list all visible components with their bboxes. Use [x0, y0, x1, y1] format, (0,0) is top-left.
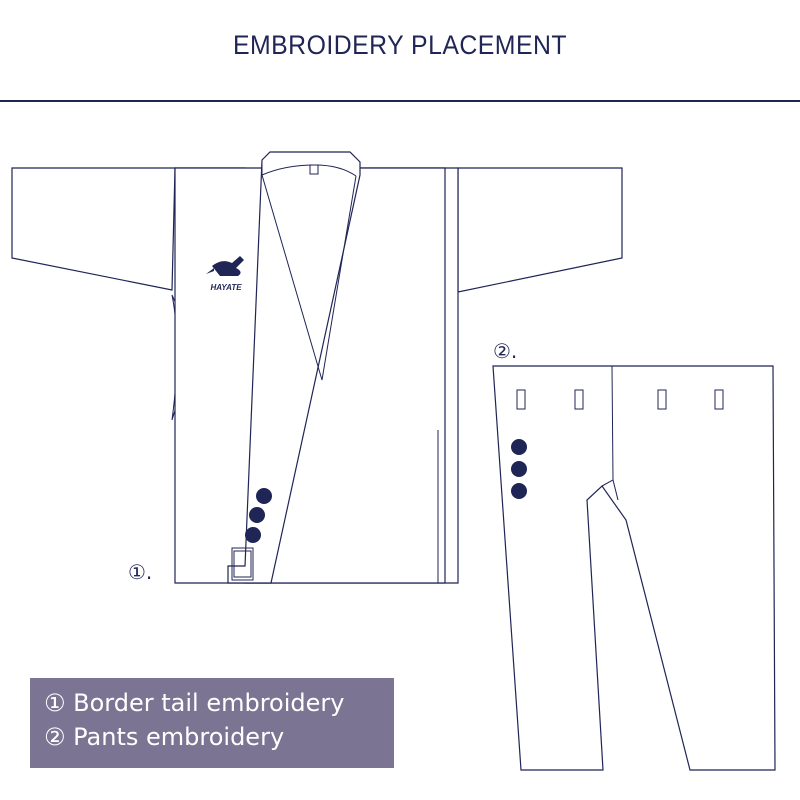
logo-text: HAYATE [210, 283, 242, 292]
pants-embroidery-dot [511, 483, 527, 499]
marker-jacket: ①. [128, 560, 152, 584]
tail-embroidery-dot [256, 488, 272, 504]
belt-loop [516, 389, 526, 410]
legend-box: ① Border tail embroidery ② Pants embroid… [30, 678, 394, 768]
belt-loop [657, 389, 667, 410]
neck-label [309, 164, 319, 175]
tail-embroidery-dot [249, 507, 265, 523]
jacket-collar [227, 151, 361, 584]
page-title: EMBROIDERY PLACEMENT [232, 30, 568, 60]
pants-body [492, 365, 776, 771]
belt-loop [574, 389, 584, 410]
jacket-left-sleeve [11, 167, 176, 291]
belt-loop [714, 389, 724, 410]
pants-embroidery-dot [511, 439, 527, 455]
title-divider [0, 100, 800, 102]
tail-patch [231, 547, 254, 581]
legend-item-border-tail: ① Border tail embroidery [44, 689, 345, 717]
jacket-collar-inner [261, 160, 357, 381]
pants-outline [492, 365, 776, 771]
pants-embroidery-dot [511, 461, 527, 477]
marker-pants: ②. [493, 339, 517, 363]
hayate-logo: HAYATE [206, 256, 244, 292]
jacket-outline [11, 151, 623, 584]
legend-item-pants: ② Pants embroidery [44, 723, 285, 751]
jacket-right-sleeve [457, 167, 623, 293]
tail-embroidery-dot [245, 527, 261, 543]
